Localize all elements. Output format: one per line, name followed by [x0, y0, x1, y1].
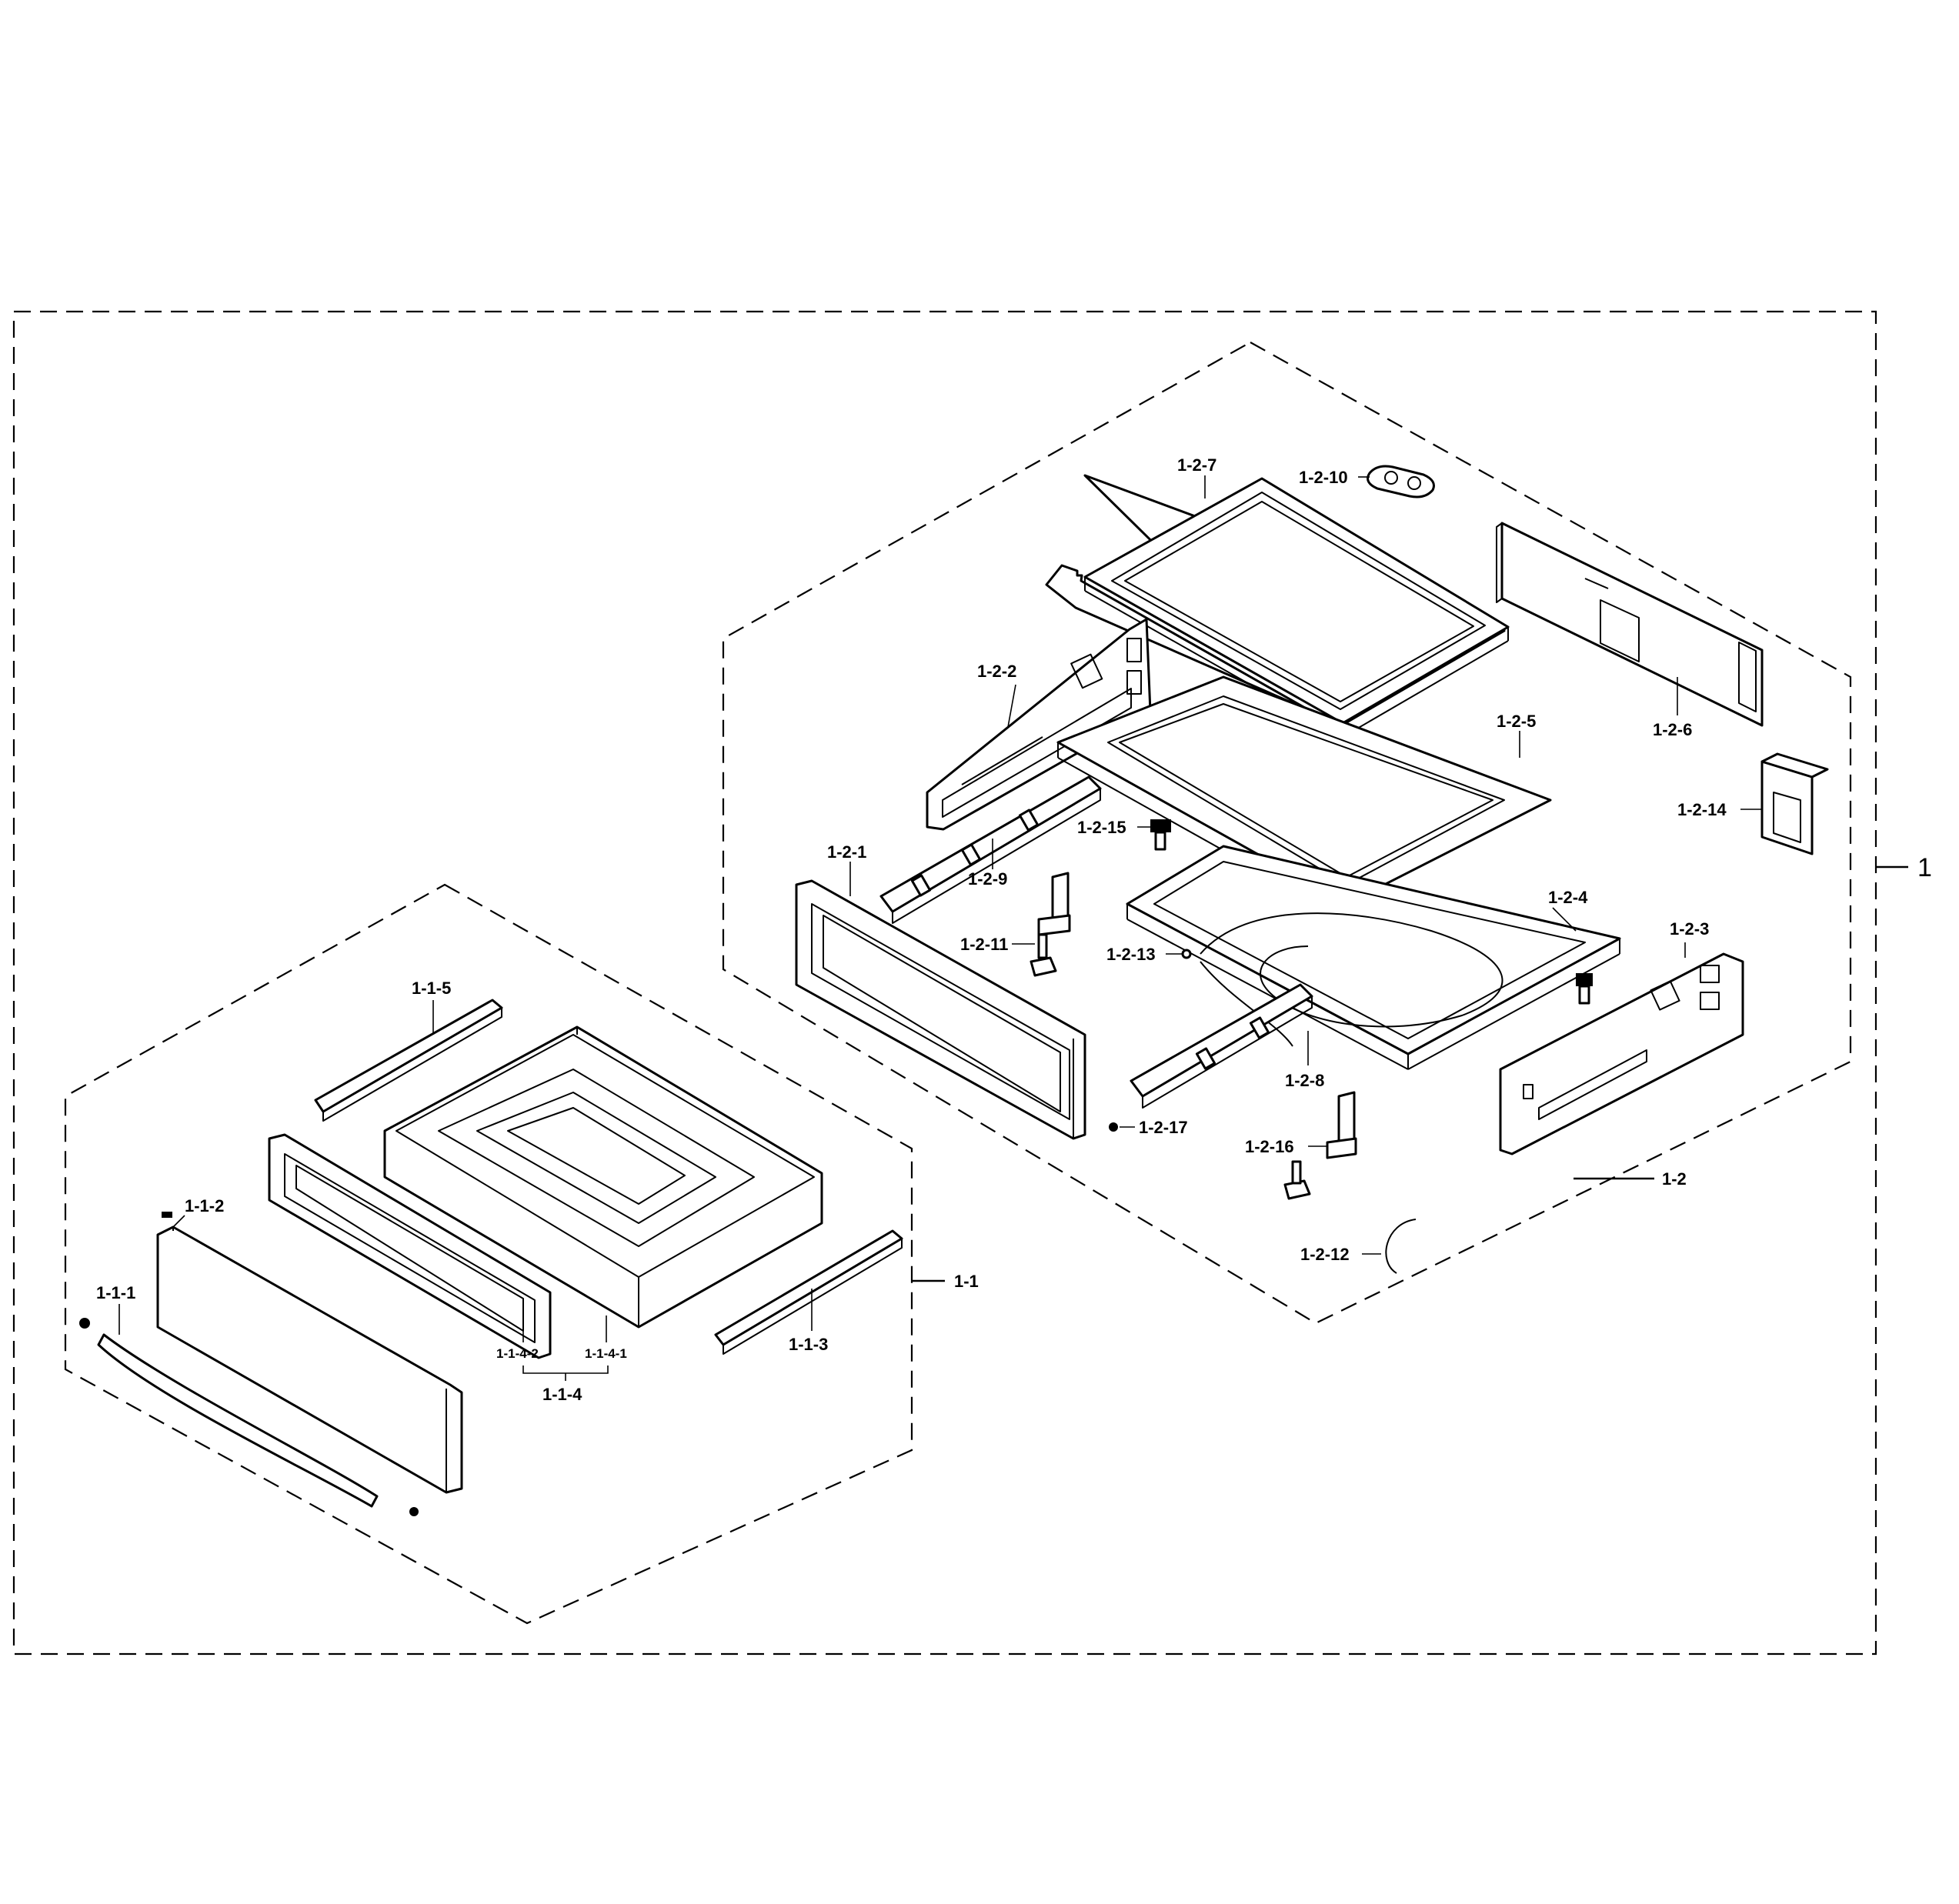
- label-1-2-6: 1-2-6: [1653, 720, 1692, 739]
- label-1-2-11: 1-2-11: [960, 935, 1008, 954]
- label-1-2-1: 1-2-1: [827, 842, 866, 862]
- label-1-2-9: 1-2-9: [968, 869, 1007, 889]
- part-1-2-10-gasket: [1367, 465, 1435, 499]
- part-1-2-8-heater: [1200, 912, 1503, 1047]
- label-1-1-4-2: 1-1-4-2: [496, 1346, 539, 1361]
- label-1-1-4-1: 1-1-4-1: [585, 1346, 627, 1361]
- part-1-2-15-leveler: [1150, 819, 1171, 851]
- label-1-1-3: 1-1-3: [789, 1335, 828, 1354]
- label-1-2-12: 1-2-12: [1300, 1245, 1350, 1264]
- part-1-2-8-right-rail: [1130, 983, 1313, 1109]
- label-1-2-14: 1-2-14: [1677, 800, 1727, 819]
- part-1-2-3-side-panel: [1499, 952, 1744, 1155]
- part-1-1-1-handle: [79, 1318, 419, 1516]
- part-1-1-4-bracket: [522, 1365, 609, 1374]
- part-1-2-9-slide-rail: [879, 775, 1102, 924]
- part-1-2-12-clip: [1385, 1219, 1417, 1274]
- label-1-2-13: 1-2-13: [1106, 945, 1156, 964]
- label-1-2-4: 1-2-4: [1548, 888, 1588, 907]
- assembly-1-label: 1: [1917, 853, 1932, 882]
- label-1-2-17: 1-2-17: [1139, 1118, 1188, 1137]
- label-1-2-8: 1-2-8: [1285, 1071, 1324, 1090]
- part-1-1-4-1-drawer-tub: [383, 1025, 823, 1329]
- label-1-2-16: 1-2-16: [1245, 1137, 1294, 1156]
- part-1-1-4-2-drawer-front: [268, 1133, 552, 1359]
- label-1-2-2: 1-2-2: [977, 662, 1016, 681]
- label-1-1-4: 1-1-4: [542, 1385, 582, 1404]
- part-1-2-14-bracket: [1760, 752, 1829, 855]
- part-1-2-17-screw: [1109, 1122, 1118, 1132]
- part-1-2-6-rear-panel: [1496, 522, 1764, 727]
- label-1-2-5: 1-2-5: [1497, 712, 1536, 731]
- group-1-1-boundary: [64, 883, 913, 1625]
- part-1-1-2-outer-panel: [156, 1225, 463, 1494]
- group-1-2-boundary: [722, 341, 1852, 1325]
- group-1-1-label: 1-1: [954, 1272, 979, 1291]
- label-1-2-3: 1-2-3: [1670, 919, 1709, 939]
- assembly-1-boundary: [12, 310, 1877, 1656]
- part-1-2-1-front-frame: [795, 879, 1086, 1140]
- small-clip-icon: [162, 1212, 172, 1218]
- label-1-1-5: 1-1-5: [412, 979, 451, 998]
- label-1-1-2: 1-1-2: [185, 1196, 224, 1215]
- part-1-1-3-rail: [714, 1229, 903, 1355]
- part-1-2-13-terminal: [1181, 949, 1192, 959]
- leveler-icon: [1576, 973, 1593, 1005]
- label-1-2-10: 1-2-10: [1299, 468, 1348, 487]
- group-1-2-label: 1-2: [1662, 1169, 1687, 1189]
- label-1-2-15: 1-2-15: [1077, 818, 1126, 837]
- part-1-2-11-hinge: [1030, 872, 1071, 977]
- label-1-2-7: 1-2-7: [1177, 455, 1216, 475]
- label-1-1-1: 1-1-1: [96, 1283, 135, 1302]
- part-1-2-16-hinge: [1283, 1091, 1357, 1200]
